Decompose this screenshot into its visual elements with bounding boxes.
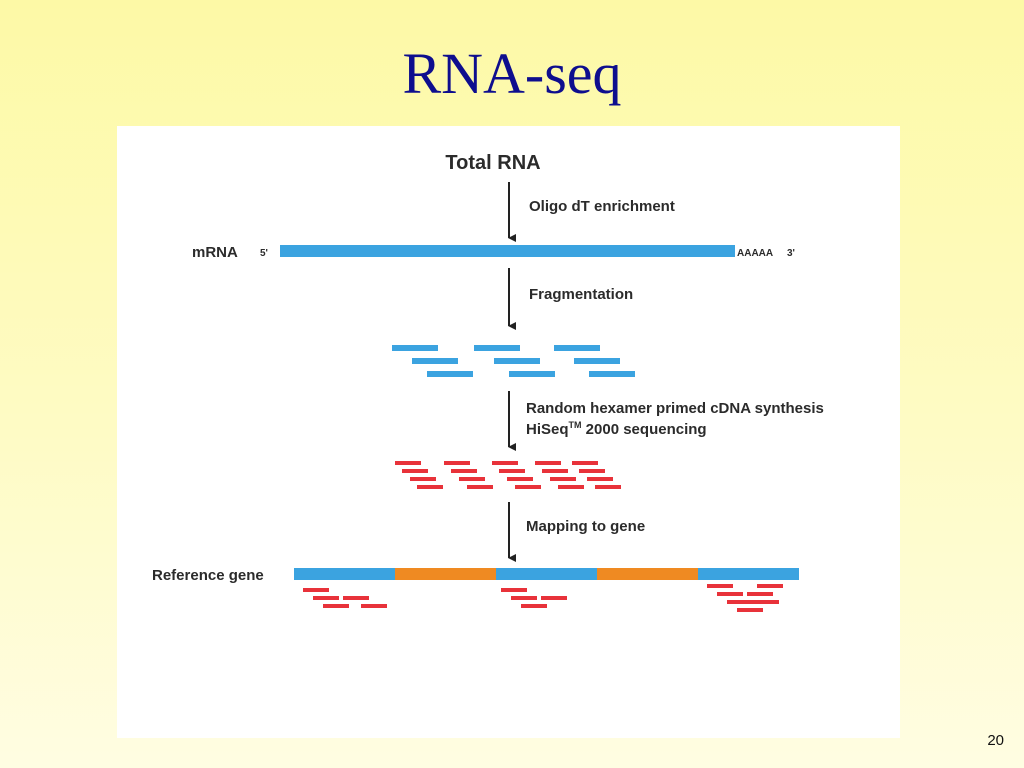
mapped-read [737, 608, 763, 612]
mapped-read [753, 600, 779, 604]
sequenced-reads [395, 461, 621, 489]
step-label-mapping: Mapping to gene [526, 518, 645, 535]
page-number: 20 [987, 732, 1004, 749]
mapped-read [303, 588, 329, 592]
mapped-read [361, 604, 387, 608]
read [417, 485, 443, 489]
mapped-read [343, 596, 369, 600]
fragment [589, 371, 635, 377]
polya-tail-label: AAAAA [737, 248, 773, 259]
step-label-cdna-synthesis: Random hexamer primed cDNA synthesis [526, 400, 824, 417]
mapped-read [323, 604, 349, 608]
mapped-read [511, 596, 537, 600]
read [550, 477, 576, 481]
mrna-strand [280, 245, 735, 257]
diagram-svg: Total RNA Oligo dT enrichment mRNA 5' AA… [152, 152, 824, 612]
three-prime-label: 3' [787, 248, 795, 259]
read [499, 469, 525, 473]
read [492, 461, 518, 465]
mapped-read [501, 588, 527, 592]
mapped-read [313, 596, 339, 600]
read [402, 469, 428, 473]
mapped-reads [303, 584, 783, 612]
mapped-read [727, 600, 753, 604]
step-label-fragmentation: Fragmentation [529, 286, 633, 303]
total-rna-label: Total RNA [445, 152, 540, 174]
read [535, 461, 561, 465]
fragment [474, 345, 520, 351]
mapped-read [521, 604, 547, 608]
step-label-oligo-dt: Oligo dT enrichment [529, 198, 675, 215]
fragment [554, 345, 600, 351]
read [444, 461, 470, 465]
read [595, 485, 621, 489]
hiseq-label: HiSeq [526, 421, 569, 438]
reference-gene-label: Reference gene [152, 567, 264, 584]
mrna-label: mRNA [192, 244, 238, 261]
read [515, 485, 541, 489]
slide-title: RNA-seq [402, 41, 622, 106]
read [451, 469, 477, 473]
fragment [427, 371, 473, 377]
fragment [392, 345, 438, 351]
read [558, 485, 584, 489]
fragment [574, 358, 620, 364]
intron-1 [395, 568, 496, 580]
mapped-read [757, 584, 783, 588]
fragment [509, 371, 555, 377]
mapped-read [541, 596, 567, 600]
read [395, 461, 421, 465]
fragment [494, 358, 540, 364]
read [579, 469, 605, 473]
five-prime-label: 5' [260, 248, 268, 259]
mapped-read [707, 584, 733, 588]
read [542, 469, 568, 473]
sequencing-label: 2000 sequencing [582, 421, 707, 438]
step-label-sequencing: HiSeqTM 2000 sequencing [526, 420, 707, 438]
read [507, 477, 533, 481]
read [467, 485, 493, 489]
intron-2 [597, 568, 698, 580]
read [572, 461, 598, 465]
mapped-read [717, 592, 743, 596]
exon-3 [698, 568, 799, 580]
read [410, 477, 436, 481]
mapped-read [747, 592, 773, 596]
fragment [412, 358, 458, 364]
trademark-label: TM [569, 420, 582, 430]
rnaseq-workflow-diagram: Total RNA Oligo dT enrichment mRNA 5' AA… [117, 126, 900, 738]
mrna-fragments [392, 345, 635, 377]
read [459, 477, 485, 481]
reference-gene-bar [294, 568, 799, 580]
read [587, 477, 613, 481]
exon-2 [496, 568, 597, 580]
exon-1 [294, 568, 395, 580]
